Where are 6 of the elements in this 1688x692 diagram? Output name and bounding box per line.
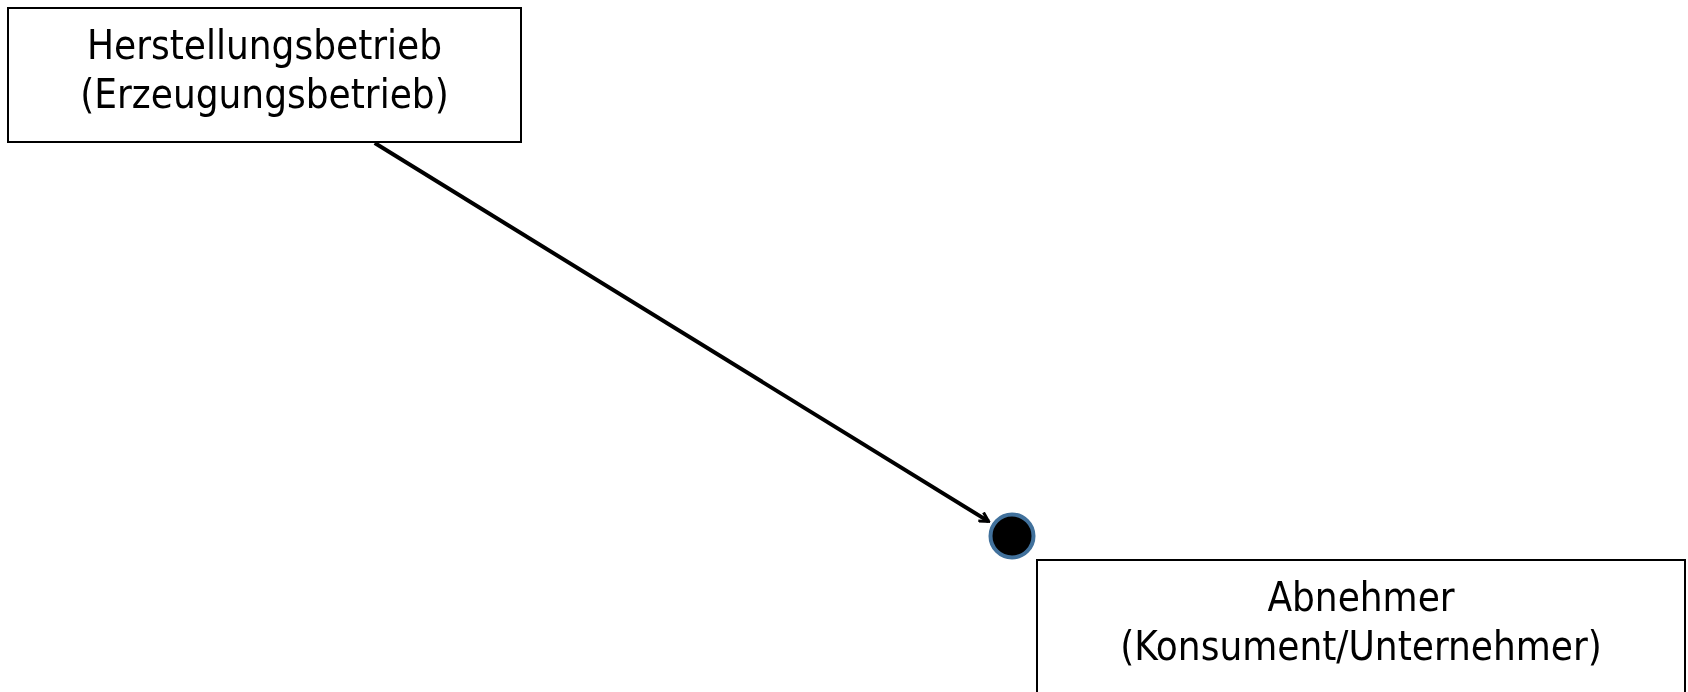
box-label: Herstellungsbetrieb (Erzeugungsbetrieb) (79, 21, 450, 119)
junction-dot (988, 512, 1036, 560)
arrow (373, 141, 991, 524)
box-label: Abnehmer (Konsument/Unternehmer) (1119, 573, 1603, 671)
process-box (7, 7, 522, 143)
process-box (1036, 559, 1686, 692)
